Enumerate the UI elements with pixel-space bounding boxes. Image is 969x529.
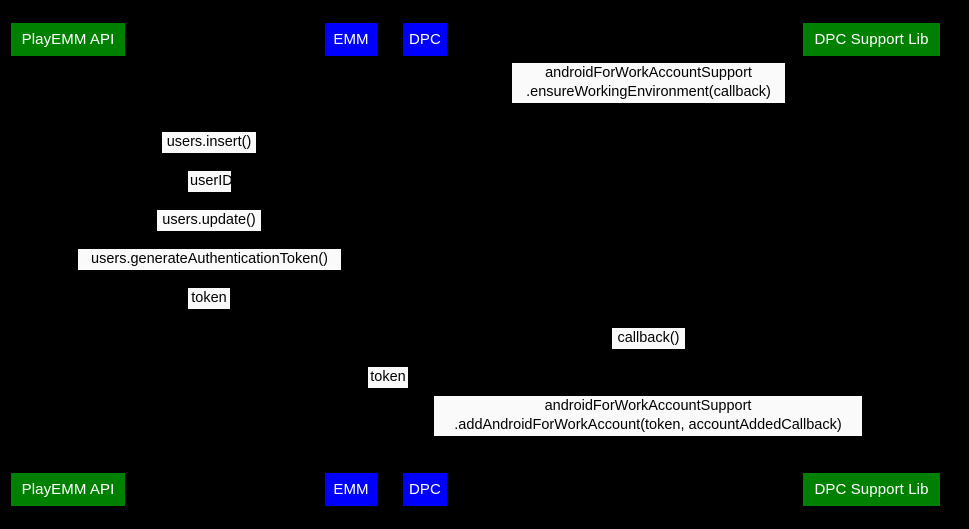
participant-foot-emm[interactable]: EMM	[325, 473, 377, 506]
message-label-callback: callback()	[612, 328, 685, 349]
arrow-users-insert	[68, 156, 351, 157]
message-line: androidForWorkAccountSupport	[544, 398, 752, 414]
message-line: users.insert()	[166, 134, 252, 150]
message-line: .ensureWorkingEnvironment(callback)	[526, 84, 771, 100]
message-line: users.generateAuthenticationToken()	[91, 251, 328, 267]
message-line: .addAndroidForWorkAccount(token, account…	[454, 417, 842, 433]
message-line: token	[191, 290, 227, 306]
arrow-users-generate-authentication-token	[68, 273, 351, 274]
lifeline-dpc	[425, 56, 426, 473]
arrow-user-id	[68, 195, 351, 196]
lifeline-dpc-support-lib	[871, 56, 872, 473]
message-label-ensure-working-environment: androidForWorkAccountSupport .ensureWork…	[512, 63, 785, 103]
participant-label: PlayEMM API	[21, 481, 115, 498]
participant-head-dpc-support-lib[interactable]: DPC Support Lib	[803, 23, 940, 56]
message-line: token	[370, 369, 406, 385]
participant-label: EMM	[333, 31, 369, 48]
arrow-users-update	[68, 234, 351, 235]
participant-label: DPC	[409, 481, 441, 498]
message-line: userID	[190, 173, 233, 189]
message-label-add-android-for-work-account: androidForWorkAccountSupport .addAndroid…	[434, 396, 862, 436]
participant-foot-dpc[interactable]: DPC	[403, 473, 447, 506]
participant-foot-playemm-api[interactable]: PlayEMM API	[11, 473, 125, 506]
message-label-token-to-emm: token	[188, 288, 230, 309]
participant-label: DPC Support Lib	[814, 31, 929, 48]
message-label-users-generate-authentication-token: users.generateAuthenticationToken()	[78, 249, 341, 270]
participant-foot-dpc-support-lib[interactable]: DPC Support Lib	[803, 473, 940, 506]
arrow-ensure-working-environment	[425, 105, 871, 106]
message-line: androidForWorkAccountSupport	[545, 65, 752, 81]
arrow-token-to-dpc	[351, 391, 425, 392]
arrow-token-to-emm	[68, 312, 351, 313]
participant-label: EMM	[333, 481, 369, 498]
participant-label: DPC	[409, 31, 441, 48]
message-label-user-id: userID	[188, 171, 233, 192]
message-line: callback()	[617, 330, 680, 346]
participant-head-emm[interactable]: EMM	[325, 23, 377, 56]
participant-label: DPC Support Lib	[814, 481, 929, 498]
message-label-users-insert: users.insert()	[162, 132, 256, 153]
arrow-add-android-for-work-account	[425, 438, 871, 439]
participant-head-playemm-api[interactable]: PlayEMM API	[11, 23, 125, 56]
message-line: users.update()	[162, 212, 256, 228]
lifeline-emm	[351, 56, 352, 473]
lifeline-playemm-api	[68, 56, 69, 473]
participant-head-dpc[interactable]: DPC	[403, 23, 447, 56]
participant-label: PlayEMM API	[21, 31, 115, 48]
message-label-token-to-dpc: token	[368, 367, 408, 388]
message-label-users-update: users.update()	[157, 210, 261, 231]
arrow-callback	[425, 352, 871, 353]
